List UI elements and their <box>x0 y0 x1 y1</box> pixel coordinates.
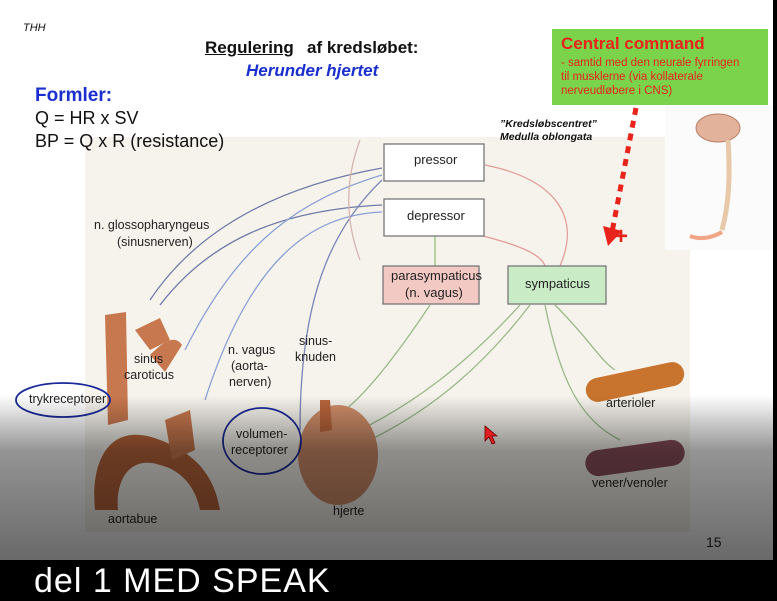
heart-shape <box>298 405 378 505</box>
vagus-label-1: n. vagus <box>228 343 276 357</box>
slide-title-rest: af kredsløbet: <box>307 38 419 57</box>
slide-title: Regulering <box>205 38 294 57</box>
nerve-volumen <box>299 179 383 431</box>
centre-label-2: Medulla oblongata <box>500 131 593 143</box>
page-number: 15 <box>706 534 722 550</box>
nerve-pink-loop <box>348 139 361 261</box>
central-command-plus: + <box>614 223 629 250</box>
formula-blood-pressure: BP = Q x R (resistance) <box>35 131 225 151</box>
video-caption: del 1 MED SPEAK <box>34 562 331 600</box>
formulas-heading: Formler: <box>35 85 113 106</box>
central-command-arrow <box>609 107 639 233</box>
glossopharyngeus-label-1: n. glossopharyngeus <box>94 218 210 232</box>
centre-label-1: ”Kredsløbscentret” <box>500 118 597 130</box>
carotid-branch <box>135 318 170 350</box>
depressor-label: depressor <box>407 208 465 223</box>
aortabue-label: aortabue <box>108 512 158 526</box>
sympaticus-box <box>507 265 607 305</box>
spinal-cord-icon <box>719 139 732 231</box>
mouse-cursor-icon <box>484 425 498 445</box>
volumen-label-1: volumen- <box>236 427 288 441</box>
heart-vessel <box>320 400 332 432</box>
sinus-caroticus-label-1: sinus <box>134 352 164 366</box>
parasympaticus-label-2: (n. vagus) <box>405 285 463 300</box>
trykreceptorer-label: trykreceptorer <box>29 392 107 406</box>
vener-label: vener/venoler <box>592 476 668 490</box>
vagus-label-3: nerven) <box>229 375 272 389</box>
central-command-arrowhead <box>603 226 622 246</box>
nerve-glosso-1 <box>149 167 383 301</box>
parasympaticus-label-1: parasympaticus <box>391 268 483 283</box>
central-command-line-1: - samtid med den neurale fyrringen <box>561 57 740 69</box>
sinusknude-label-2: knuden <box>295 350 337 364</box>
sympaticus-label: sympaticus <box>525 276 591 291</box>
parasympaticus-box <box>382 265 480 305</box>
arterioler-tube <box>585 362 685 402</box>
pressor-label: pressor <box>414 152 458 167</box>
central-command-line-3: nerveudløbere i CNS) <box>561 85 673 97</box>
carotid-right <box>150 339 182 372</box>
nerve-vagus-1 <box>184 174 383 351</box>
muscle-icon <box>689 230 724 241</box>
arterioler-label: arterioler <box>606 396 656 410</box>
glossopharyngeus-label-2: (sinusnerven) <box>117 235 193 249</box>
author-tag: THH <box>23 22 46 34</box>
pressor-box <box>383 143 485 182</box>
central-command-line-2: til musklerne (via kollaterale <box>561 71 703 83</box>
sinusknude-label-1: sinus- <box>299 334 333 348</box>
nerve-press-symp <box>484 164 568 267</box>
formula-cardiac-output: Q = HR x SV <box>35 108 139 128</box>
nerve-vagus-2 <box>204 211 383 401</box>
slide-subtitle: Herunder hjertet <box>246 61 379 80</box>
volumen-label-2: receptorer <box>231 443 288 457</box>
nerve-glosso-2 <box>159 204 383 306</box>
nerve-symp-arterioler <box>554 304 616 371</box>
vagus-label-2: (aorta- <box>231 359 268 373</box>
depressor-box <box>383 198 485 237</box>
brain-icon <box>695 113 741 143</box>
central-command-box <box>552 29 768 105</box>
hjerte-label: hjerte <box>333 504 365 518</box>
central-command-title: Central command <box>561 34 705 53</box>
sinus-caroticus-label-2: caroticus <box>124 368 175 382</box>
